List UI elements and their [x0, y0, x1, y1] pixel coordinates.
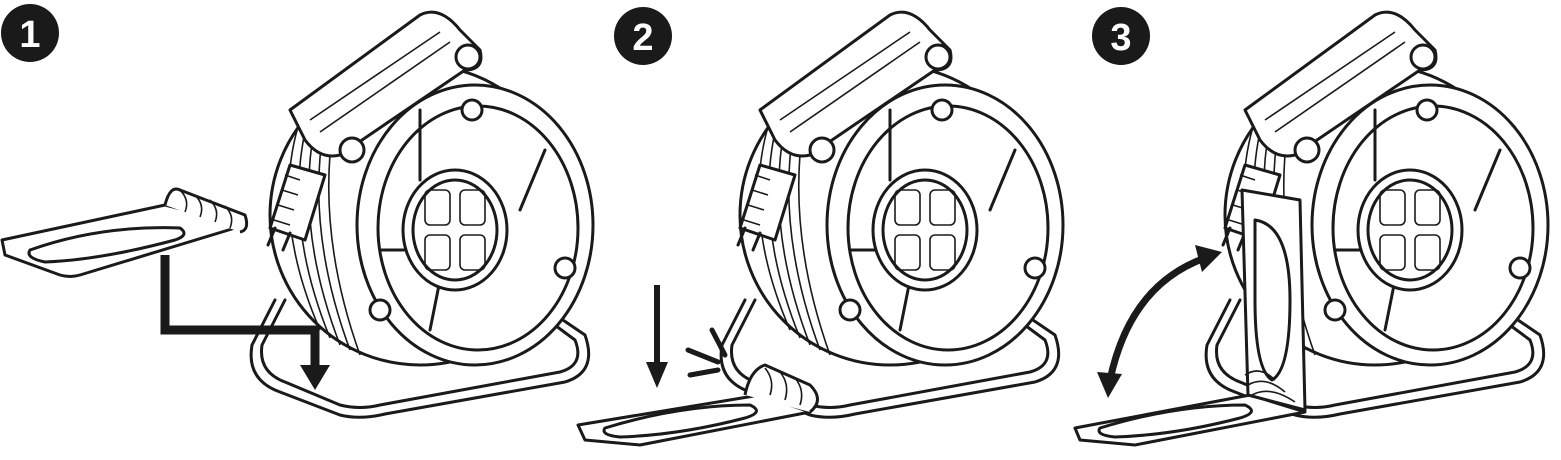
foot-pedal-attached-flat — [576, 363, 819, 447]
cable-reel-step-1 — [249, 10, 595, 419]
step-3-number: 3 — [1110, 17, 1131, 59]
click-impact-lines-icon — [685, 327, 728, 378]
fold-rotate-arrow-head-bottom-icon — [1097, 372, 1122, 398]
foot-pedal-detached — [0, 187, 249, 278]
step-3-badge: 3 — [1092, 7, 1150, 65]
move-arrow-head-icon — [300, 365, 330, 390]
move-arrow-icon — [160, 255, 320, 370]
press-down-arrow-head-icon — [646, 362, 668, 388]
fold-rotate-arrow-icon — [1106, 254, 1207, 381]
step-2-badge: 2 — [614, 7, 672, 65]
step-1-badge: 1 — [1, 4, 59, 62]
step-1-number: 1 — [19, 14, 40, 56]
foot-pedal-folded-up — [1073, 188, 1307, 447]
fold-rotate-arrow-head-top-icon — [1195, 245, 1222, 272]
step-2-number: 2 — [632, 17, 653, 59]
cable-reel-step-2 — [719, 10, 1065, 419]
